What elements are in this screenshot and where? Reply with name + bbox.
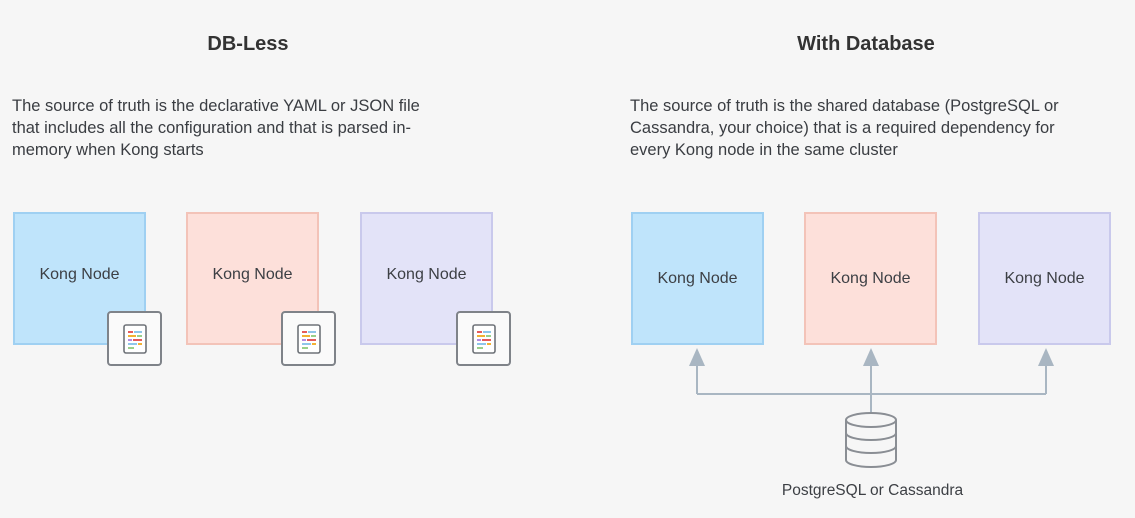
config-file-icon: [471, 323, 496, 354]
db-less-title: DB-Less: [207, 33, 289, 55]
with-database-title: With Database: [797, 33, 935, 55]
database-icon: [845, 412, 897, 468]
description-line: memory when Kong starts: [12, 141, 204, 159]
description-line: every Kong node in the same cluster: [630, 141, 898, 159]
db-node-2: Kong Node: [804, 212, 937, 345]
config-file-icon: [296, 323, 321, 354]
node-label: Kong Node: [657, 269, 738, 287]
config-file-badge-3: [456, 311, 511, 366]
description-line: The source of truth is the shared databa…: [630, 97, 1059, 115]
node-label: Kong Node: [386, 265, 467, 283]
db-node-3: Kong Node: [978, 212, 1111, 345]
description-line: that includes all the configuration and …: [12, 119, 411, 137]
description-line: The source of truth is the declarative Y…: [12, 97, 420, 115]
database-label: PostgreSQL or Cassandra: [781, 482, 964, 499]
node-label: Kong Node: [212, 265, 293, 283]
db-less-description: The source of truth is the declarative Y…: [12, 95, 420, 161]
db-node-1: Kong Node: [631, 212, 764, 345]
description-line: Cassandra, your choice) that is a requir…: [630, 119, 1055, 137]
node-label: Kong Node: [39, 265, 120, 283]
node-label: Kong Node: [830, 269, 911, 287]
with-database-description: The source of truth is the shared databa…: [630, 95, 1059, 161]
config-file-badge-1: [107, 311, 162, 366]
node-label: Kong Node: [1004, 269, 1085, 287]
config-file-badge-2: [281, 311, 336, 366]
config-file-icon: [122, 323, 147, 354]
